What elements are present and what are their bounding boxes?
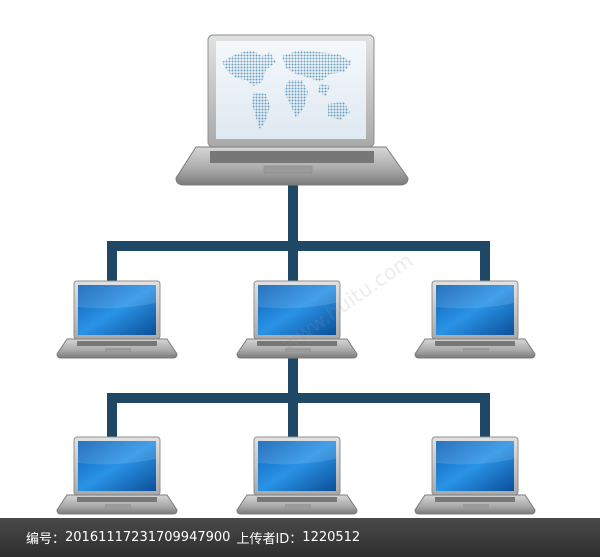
root-laptop-keyboard xyxy=(210,151,374,163)
laptop-icon xyxy=(236,436,358,515)
root-laptop-touchpad xyxy=(263,165,313,174)
laptop-icon xyxy=(175,34,409,186)
uploader-id-label: 上传者ID： xyxy=(236,532,303,547)
laptop-icon xyxy=(414,436,536,515)
image-id-value: 20161117231709947900 xyxy=(65,530,231,545)
laptop-screen xyxy=(258,285,336,335)
laptop-icon xyxy=(56,280,178,359)
connector-level1-left-drop xyxy=(107,241,117,281)
image-id-label: 编号： xyxy=(26,532,66,547)
laptop-screen xyxy=(436,285,514,335)
connector-center-trunk xyxy=(288,358,298,398)
connector-level2-bar xyxy=(107,393,490,403)
laptop-icon xyxy=(414,280,536,359)
connector-level2-center-drop xyxy=(288,393,298,437)
laptop-screen xyxy=(436,441,514,491)
laptop-icon xyxy=(56,436,178,515)
connector-level1-center-drop xyxy=(288,241,298,281)
connector-lines xyxy=(107,185,490,437)
laptop-icon xyxy=(236,280,358,359)
connector-level1-right-drop xyxy=(480,241,490,281)
laptop-screen xyxy=(78,441,156,491)
world-map-icon xyxy=(222,50,352,130)
laptop-screen xyxy=(78,285,156,335)
connector-level2-left-drop xyxy=(107,393,117,437)
uploader-id-value: 1220512 xyxy=(302,530,361,545)
connector-level2-right-drop xyxy=(480,393,490,437)
footer-bar: 编号： 20161117231709947900 上传者ID： 1220512 xyxy=(0,518,600,557)
laptop-screen xyxy=(258,441,336,491)
connector-level1-bar xyxy=(107,241,490,251)
connector-root-trunk xyxy=(288,185,298,245)
